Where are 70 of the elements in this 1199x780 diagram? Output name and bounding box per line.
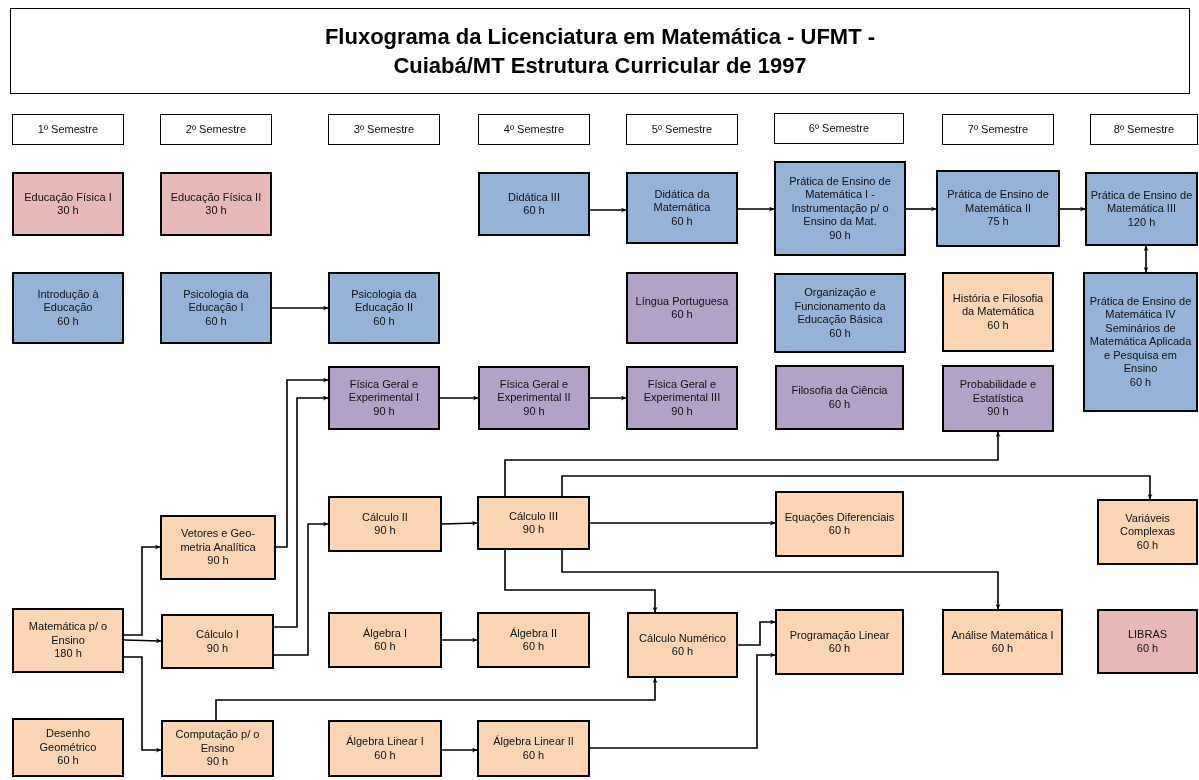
arrow: [123, 544, 161, 636]
arrow: [441, 747, 478, 753]
semester-header: 2º Semestre: [160, 114, 272, 145]
course-box: Cálculo II 90 h: [328, 496, 442, 552]
arrow: [589, 520, 776, 526]
arrow: [273, 521, 329, 656]
course-box: Educação Física II 30 h: [160, 172, 272, 236]
course-box: Álgebra Linear II 60 h: [477, 720, 590, 777]
course-box: Desenho Geométrico 60 h: [12, 718, 124, 777]
semester-header: 6º Semestre: [774, 113, 904, 144]
arrow: [271, 305, 329, 311]
course-box: Didática III 60 h: [478, 172, 590, 236]
title: Fluxograma da Licenciatura em Matemática - UFMT - Cuiabá/MT Estrutura Curricular de 1997: [323, 23, 877, 80]
arrow: [1059, 206, 1086, 212]
course-box: Didática da Matemática 60 h: [626, 172, 738, 244]
arrow: [561, 549, 1001, 610]
semester-header: 8º Semestre: [1090, 114, 1198, 145]
course-box: Computação p/ o Ensino 90 h: [161, 720, 274, 777]
arrow: [1143, 245, 1149, 273]
semester-header: 5º Semestre: [626, 114, 738, 145]
arrow: [589, 652, 776, 749]
course-box: Organização e Funcionamento da Educação Básica 60 h: [774, 273, 906, 353]
arrow: [275, 377, 329, 548]
arrow: [737, 206, 775, 212]
course-box: Matemática p/ o Ensino 180 h: [12, 608, 124, 673]
course-box: Cálculo I 90 h: [161, 614, 274, 669]
arrow: [504, 549, 658, 613]
semester-header: 3º Semestre: [328, 114, 440, 145]
course-box: Cálculo Numérico 60 h: [627, 612, 738, 678]
course-box: Álgebra I 60 h: [328, 612, 442, 668]
semester-header: 7º Semestre: [942, 114, 1054, 145]
course-box: Física Geral e Experimental I 90 h: [328, 366, 440, 430]
course-box: Prática de Ensino de Matemática IV Seminários de Matemática Aplicada e Pesquisa em Ensino 60 h: [1083, 272, 1198, 412]
arrow: [589, 395, 627, 401]
arrow: [441, 520, 478, 526]
arrow: [504, 431, 1001, 497]
arrow: [123, 638, 162, 644]
course-box: Prática de Ensino de Matemática I - Instrumentação p/ o Ensino da Mat. 90 h: [774, 161, 906, 256]
course-box: Língua Portuguesa 60 h: [626, 272, 738, 344]
arrow: [589, 207, 627, 213]
course-box: Vetores e Geo- metria Analítica 90 h: [160, 515, 276, 580]
course-box: Filosofia da Ciência 60 h: [775, 365, 904, 430]
arrow: [439, 395, 479, 401]
semester-header: 4º Semestre: [478, 114, 590, 145]
course-box: Introdução à Educação 60 h: [12, 272, 124, 344]
arrow: [123, 656, 162, 753]
course-box: Prática de Ensino de Matemática II 75 h: [936, 170, 1060, 247]
course-box: LIBRAS 60 h: [1097, 609, 1198, 674]
arrow: [561, 475, 1153, 500]
arrow: [215, 677, 658, 721]
course-box: Probabilidade e Estatística 90 h: [942, 365, 1054, 432]
course-box: Análise Matemática I 60 h: [942, 609, 1063, 675]
course-box: Cálculo III 90 h: [477, 496, 590, 550]
course-box: Prática de Ensino de Matemática III 120 h: [1085, 172, 1198, 246]
course-box: Física Geral e Experimental III 90 h: [626, 366, 738, 430]
course-box: Física Geral e Experimental II 90 h: [478, 366, 590, 430]
course-box: Programação Linear 60 h: [775, 609, 904, 675]
course-box: Psicologia da Educação I 60 h: [160, 272, 272, 344]
course-box: Equações Diferenciais 60 h: [775, 491, 904, 557]
arrow: [273, 395, 329, 628]
course-box: Educação Física I 30 h: [12, 172, 124, 236]
semester-header: 1º Semestre: [12, 114, 124, 145]
arrow: [441, 637, 478, 643]
course-box: Álgebra II 60 h: [477, 612, 590, 668]
course-box: Psicologia da Educação II 60 h: [328, 272, 440, 344]
arrow: [737, 619, 776, 646]
course-box: Álgebra Linear I 60 h: [328, 720, 442, 777]
course-box: História e Filosofia da Matemática 60 h: [942, 272, 1054, 352]
arrow: [905, 206, 937, 212]
course-box: Variáveis Complexas 60 h: [1097, 499, 1198, 565]
